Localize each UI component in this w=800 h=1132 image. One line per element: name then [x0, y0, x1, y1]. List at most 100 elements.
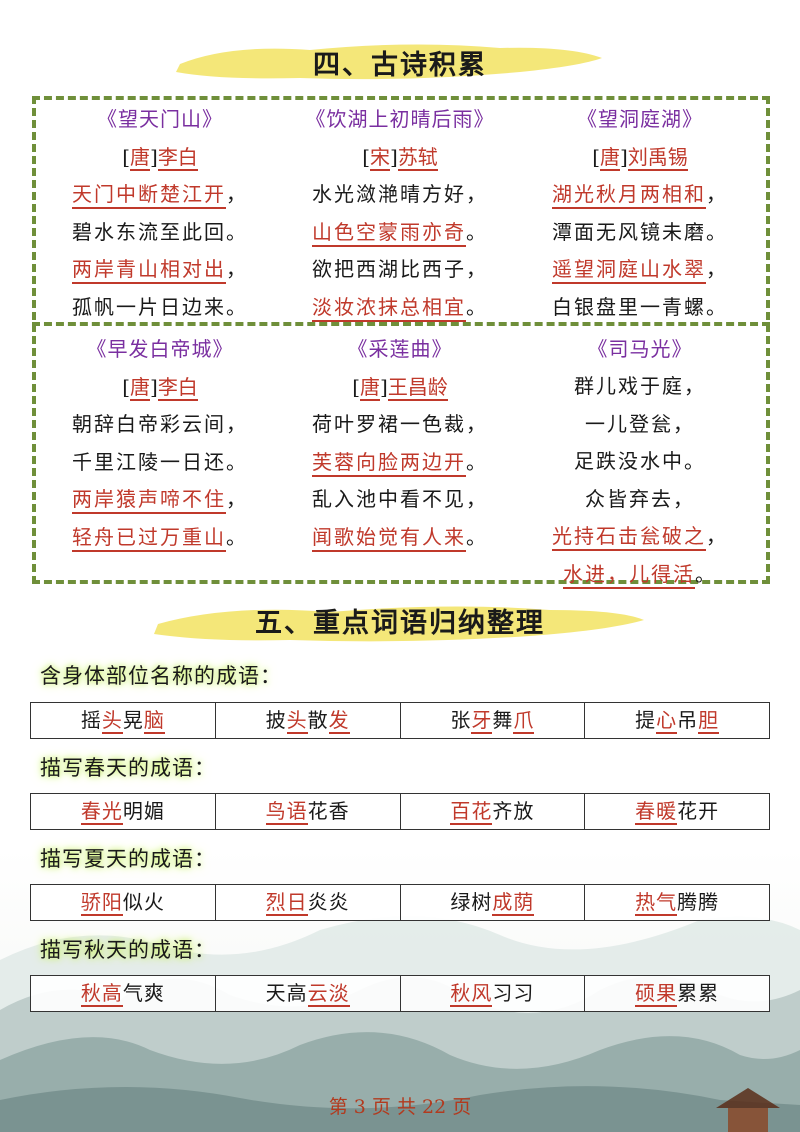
idiom-text: 提	[635, 708, 657, 732]
poem-line-text: 一儿登瓮	[585, 411, 673, 436]
idiom-text: 累累	[677, 981, 720, 1005]
pavilion-icon	[716, 1088, 780, 1132]
idiom-highlight: 秋风	[450, 981, 493, 1007]
idiom-highlight: 热气	[635, 890, 678, 916]
poem-line-text: 天门中断楚江开	[72, 182, 226, 209]
poem-line-punct: ，	[673, 411, 695, 436]
poem-block: 《望天门山》[唐]李白天门中断楚江开，碧水东流至此回。两岸青山相对出，孤帆一片日…	[40, 100, 280, 326]
poem-line: 闻歌始觉有人来。	[280, 519, 520, 557]
poem-title: 《望天门山》	[97, 107, 223, 131]
poem-line-text: 荷叶罗裙一色裁	[312, 412, 466, 436]
idiom-highlight: 春暖	[635, 799, 678, 825]
poem-author: [唐]刘禹锡	[592, 145, 688, 171]
idiom-text: 摇	[80, 708, 102, 732]
poem-block: 《早发白帝城》[唐]李白朝辞白帝彩云间，千里江陵一日还。两岸猿声啼不住，轻舟已过…	[40, 330, 280, 556]
poem-line-punct: ，	[706, 524, 728, 549]
poem-line: 轻舟已过万重山。	[40, 519, 280, 557]
poem-line-punct: 。	[706, 294, 728, 319]
poem-title: 《司马光》	[587, 337, 693, 361]
poem-frame-divider	[32, 322, 770, 326]
poem-line-text: 两岸猿声啼不住	[72, 487, 226, 515]
poem-line-text: 遥望洞庭山水翠	[552, 257, 706, 285]
poem-line: 山色空蒙雨亦奇。	[280, 214, 520, 252]
title-brush-5	[154, 606, 644, 642]
poem-line: 两岸猿声啼不住，	[40, 481, 280, 519]
poem-line: 乱入池中看不见，	[280, 481, 520, 519]
poem-title: 《饮湖上初晴后雨》	[305, 107, 495, 131]
poem-line-punct: ，	[466, 487, 488, 512]
idiom-cell: 烈日炎炎	[216, 885, 401, 920]
idiom-highlight: 脑	[143, 708, 165, 734]
idiom-highlight: 骄阳	[80, 890, 123, 916]
idiom-highlight: 春光	[80, 799, 123, 825]
poem-line-punct: ，	[706, 257, 728, 282]
poem-line-punct: 。	[226, 219, 248, 244]
idiom-table: 春光明媚鸟语花香百花齐放春暖花开	[30, 793, 770, 830]
idiom-text: 炎炎	[307, 890, 350, 914]
poem-line-text: 群儿戏于庭	[574, 374, 684, 398]
poem-line-punct: 。	[695, 561, 717, 586]
poem-author: [唐]王昌龄	[352, 375, 448, 401]
idiom-category-label: 含身体部位名称的成语：	[40, 664, 282, 688]
idiom-cell: 热气腾腾	[585, 885, 769, 920]
poem-line-text: 芙蓉向脸两边开	[312, 449, 466, 477]
poem-line-punct: ，	[226, 182, 248, 206]
idiom-text: 披	[265, 708, 287, 732]
poem-line-punct: ，	[226, 487, 248, 512]
idiom-highlight: 成荫	[492, 890, 535, 916]
idiom-text: 似火	[122, 890, 165, 914]
poem-line: 朝辞白帝彩云间，	[40, 406, 280, 444]
poem-title: 《望洞庭湖》	[577, 107, 703, 131]
idiom-cell: 张牙舞爪	[401, 703, 586, 738]
poem-line: 芙蓉向脸两边开。	[280, 444, 520, 482]
idiom-text: 绿树	[450, 890, 493, 914]
idiom-highlight: 秋高	[80, 981, 123, 1007]
idiom-text: 明媚	[122, 799, 165, 823]
idiom-text: 晃	[122, 708, 144, 732]
poem-line: 荷叶罗裙一色裁，	[280, 406, 520, 444]
poem-line-punct: 。	[706, 219, 728, 244]
idiom-highlight: 头	[101, 708, 123, 734]
poem-line-text: 众皆弃去	[585, 486, 673, 511]
poem-dynasty: 宋	[370, 145, 390, 171]
poem-line-punct: ，	[684, 374, 706, 398]
poem-line: 欲把西湖比西子，	[280, 251, 520, 289]
poem-line-punct: 。	[226, 294, 248, 319]
idiom-highlight: 心	[656, 708, 678, 734]
poem-line: 水光潋滟晴方好，	[280, 176, 520, 214]
poem-author: [唐]李白	[122, 375, 198, 401]
poem-line-punct: 。	[466, 219, 488, 244]
idiom-text: 散	[307, 708, 329, 732]
poem-line-punct: ，	[706, 182, 728, 206]
idiom-text: 舞	[492, 708, 514, 732]
poem-author-name: 李白	[157, 375, 198, 401]
poem-line: 湖光秋月两相和，	[520, 176, 760, 214]
idiom-cell: 骄阳似火	[31, 885, 216, 920]
poem-line-punct: ，	[466, 257, 488, 282]
poem-dynasty: 唐	[600, 145, 620, 171]
idiom-cell: 百花齐放	[401, 794, 586, 829]
poem-line: 水进，儿得活。	[520, 556, 760, 594]
poem-line-punct: ，	[466, 182, 488, 206]
idiom-highlight: 烈日	[265, 890, 308, 916]
poem-frame	[32, 96, 770, 584]
idiom-cell: 硕果累累	[585, 976, 769, 1011]
poem-line: 淡妆浓抹总相宜。	[280, 289, 520, 327]
poem-title: 《早发白帝城》	[86, 337, 234, 361]
idiom-category-label: 描写秋天的成语：	[40, 938, 216, 962]
poem-line-text: 淡妆浓抹总相宜	[312, 294, 466, 322]
idiom-highlight: 硕果	[635, 981, 678, 1007]
idiom-cell: 春光明媚	[31, 794, 216, 829]
title-brush-4	[176, 44, 602, 80]
idiom-text: 天高	[265, 981, 308, 1005]
section-title-idioms: 五、重点词语归纳整理	[255, 608, 545, 639]
poem-line-punct: 。	[466, 524, 488, 549]
idiom-table: 摇头晃脑披头散发张牙舞爪提心吊胆	[30, 702, 770, 739]
poem-line-text: 孤帆一片日边来	[72, 294, 226, 319]
idiom-highlight: 百花	[450, 799, 493, 825]
page-footer: 第 3 页 共 22 页	[328, 1096, 472, 1118]
idiom-text: 气爽	[122, 981, 165, 1005]
poem-line-punct: ，	[226, 257, 248, 282]
poem-line: 碧水东流至此回。	[40, 214, 280, 252]
poem-author-name: 刘禹锡	[627, 145, 688, 171]
